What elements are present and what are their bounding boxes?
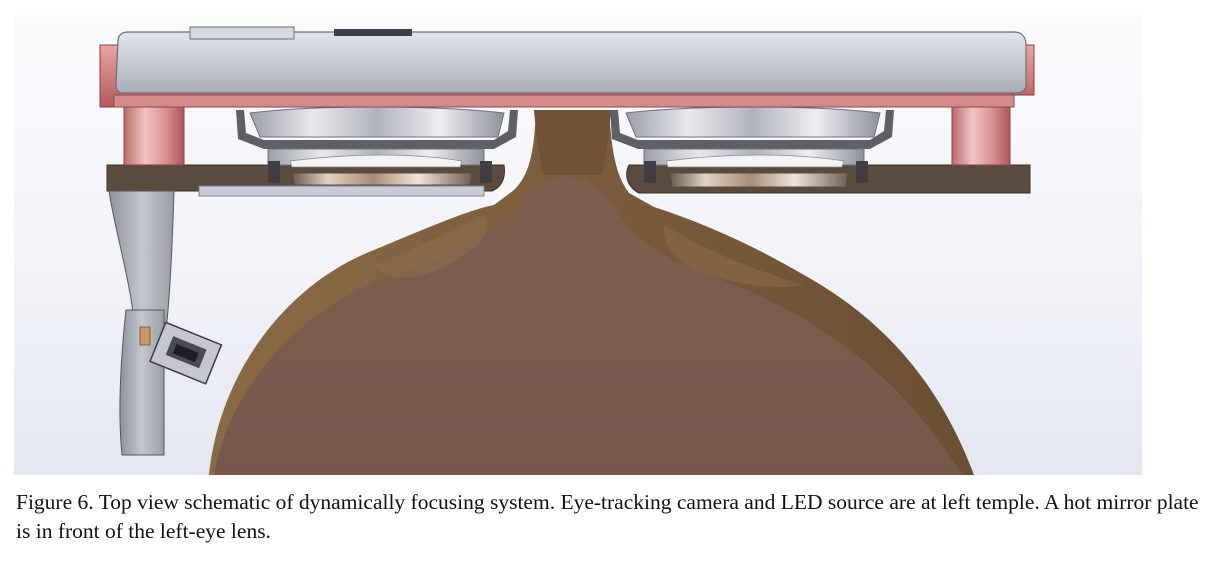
right-lens-glass — [625, 106, 881, 138]
display-panel — [115, 26, 1027, 94]
left-lens-ring — [291, 172, 473, 186]
right-lens-ring — [669, 172, 849, 188]
schematic-figure — [14, 15, 1142, 475]
right-lens-clip-right — [856, 161, 868, 183]
post-right — [951, 106, 1011, 166]
left-lens-cup — [236, 110, 518, 149]
right-lens-cup — [610, 110, 894, 149]
display-body — [115, 31, 1027, 94]
display-connector — [189, 26, 295, 40]
head-face — [214, 177, 962, 475]
right-lens-assembly — [610, 106, 894, 188]
left-lens-clip-left — [268, 161, 280, 183]
temple-arm-lower — [119, 309, 165, 456]
left-lens-inner — [289, 154, 463, 168]
eye-tracking-camera — [149, 321, 223, 385]
camera-sensor — [172, 343, 199, 363]
left-lens-clip-right — [480, 161, 492, 183]
head-left-cheek-shadow — [374, 215, 488, 278]
hot-mirror-plate — [198, 185, 485, 197]
led-source — [139, 326, 151, 346]
right-lens-clip-left — [644, 161, 656, 183]
head-right-cheek-shadow — [663, 225, 804, 287]
right-lens-inner — [665, 154, 845, 168]
post-left — [123, 106, 185, 166]
left-lens-assembly — [236, 106, 518, 186]
left-lens-glass — [249, 106, 505, 138]
figure-caption: Figure 6. Top view schematic of dynamica… — [16, 490, 1199, 543]
temple-arm — [108, 190, 175, 456]
support-posts — [123, 106, 1011, 166]
head-model — [209, 110, 974, 475]
frame-red-strip — [113, 94, 1015, 108]
nose-bridge — [534, 110, 611, 175]
display-button — [334, 29, 412, 36]
